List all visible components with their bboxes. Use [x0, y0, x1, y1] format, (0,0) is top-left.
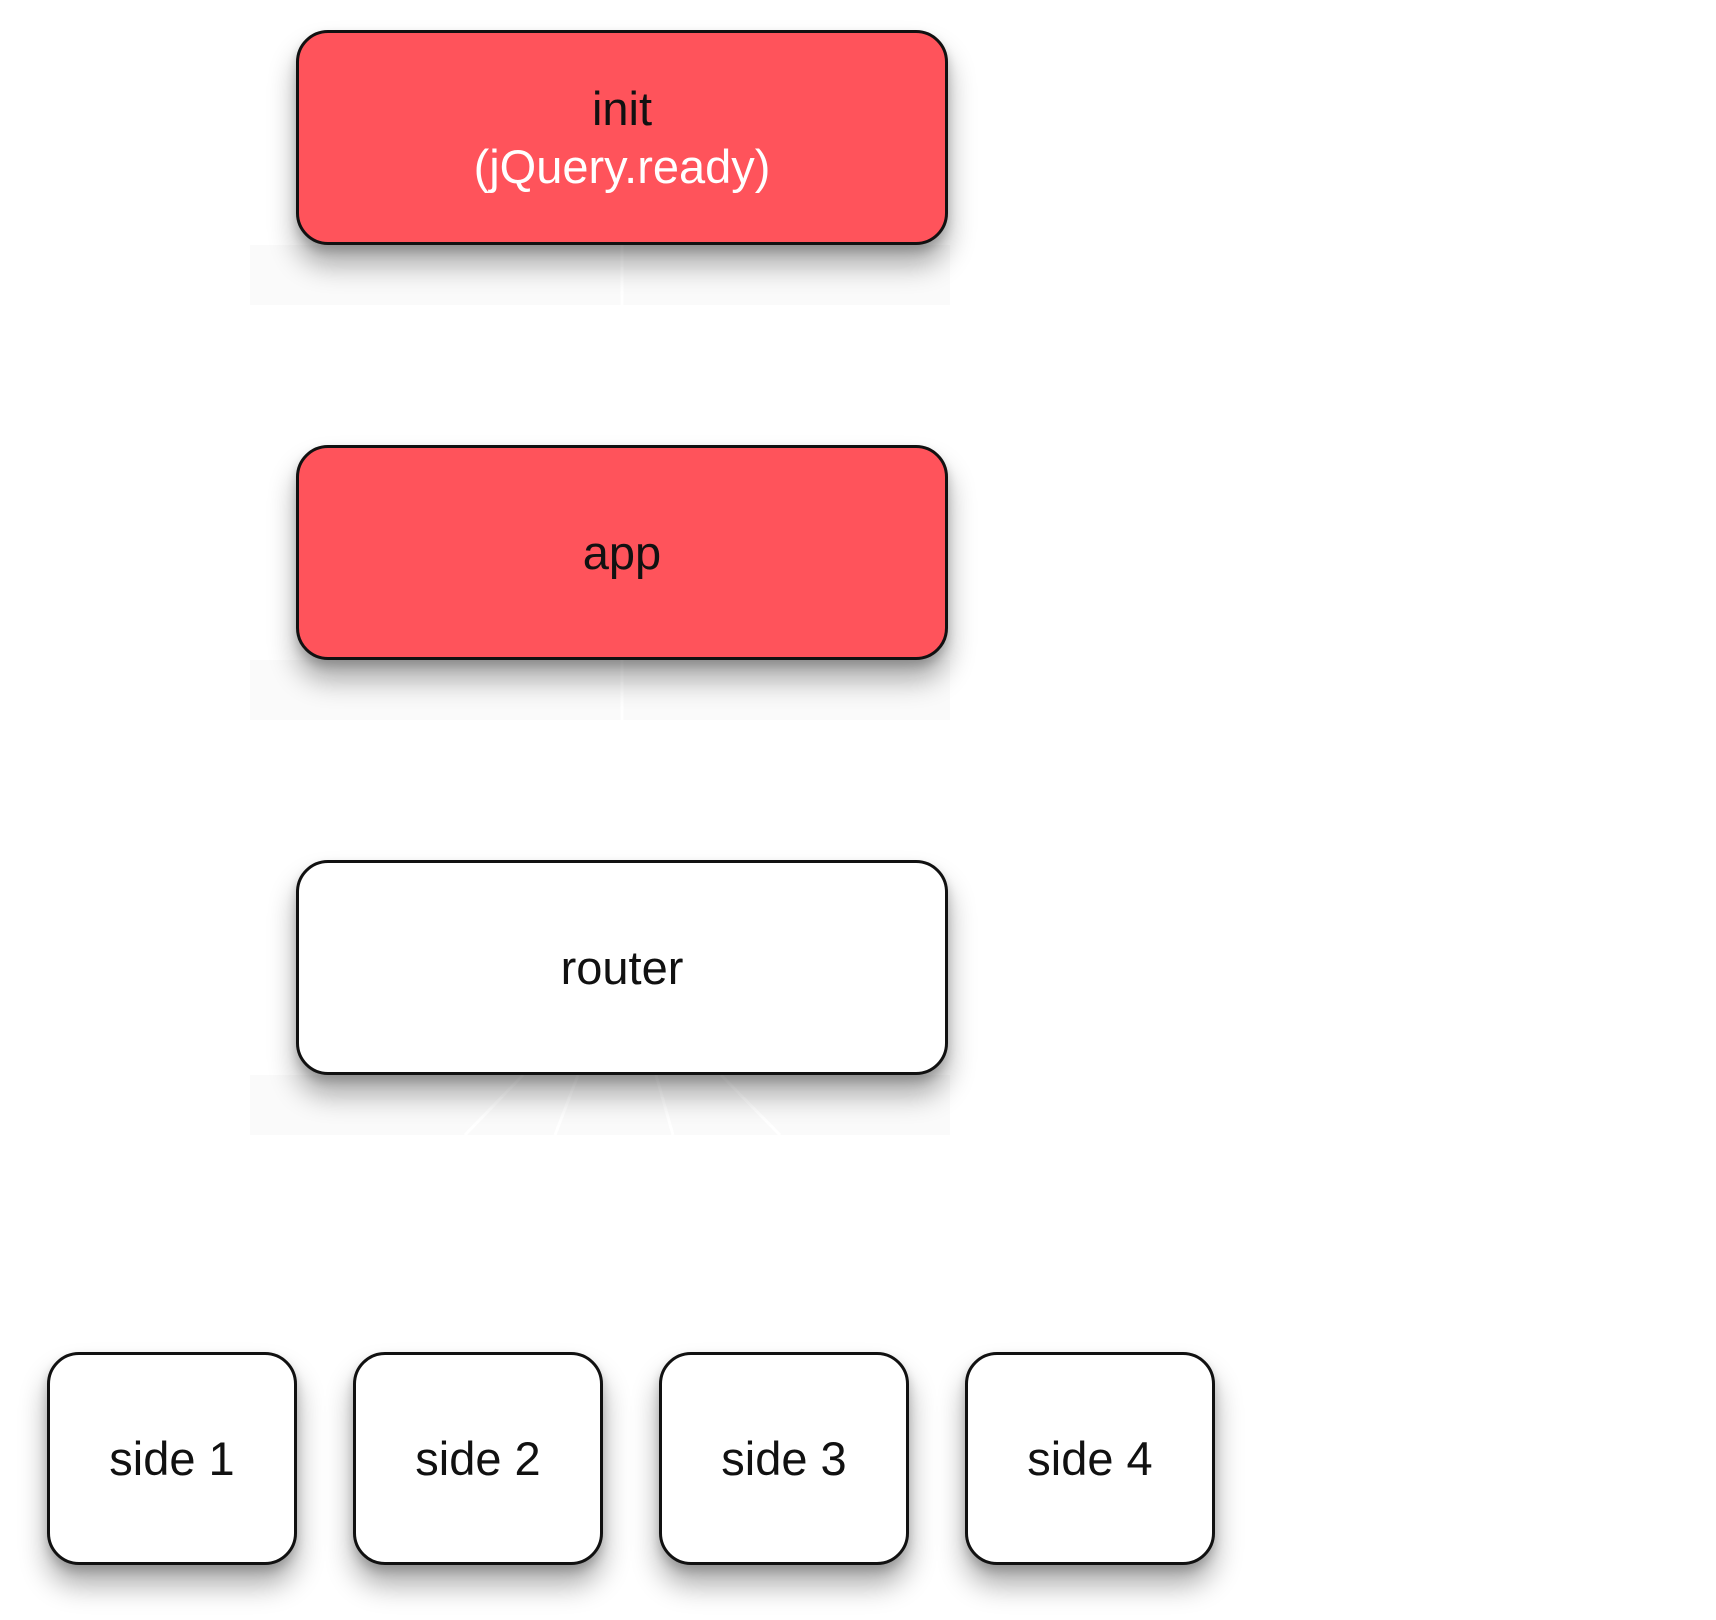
node-side-2: side 2 [353, 1352, 603, 1565]
node-init-sublabel: (jQuery.ready) [473, 139, 771, 193]
connector-halo-app-router [250, 660, 950, 720]
connector-router-right-3 [954, 1003, 976, 1010]
node-router-label: router [560, 940, 684, 994]
node-side-3-label: side 3 [721, 1431, 847, 1485]
node-side-1-label: side 1 [109, 1431, 235, 1485]
node-side-4: side 4 [965, 1352, 1215, 1565]
node-app-label: app [582, 525, 662, 579]
connector-router-side4 [719, 1073, 782, 1137]
node-side-2-label: side 2 [415, 1431, 541, 1485]
node-init: init (jQuery.ready) [296, 30, 948, 245]
connector-halo-router-sides [250, 1075, 950, 1135]
node-app: app [296, 445, 948, 660]
node-side-3: side 3 [659, 1352, 909, 1565]
connector-router-side2 [553, 1074, 580, 1136]
node-init-label: init [591, 81, 653, 135]
node-router: router [296, 860, 948, 1075]
connector-router-side3 [654, 1074, 675, 1136]
connector-halo-init-app [250, 245, 950, 305]
connector-router-right-2 [954, 963, 976, 970]
node-side-1: side 1 [47, 1352, 297, 1565]
connector-router-side1 [463, 1073, 525, 1137]
node-side-4-label: side 4 [1027, 1431, 1153, 1485]
